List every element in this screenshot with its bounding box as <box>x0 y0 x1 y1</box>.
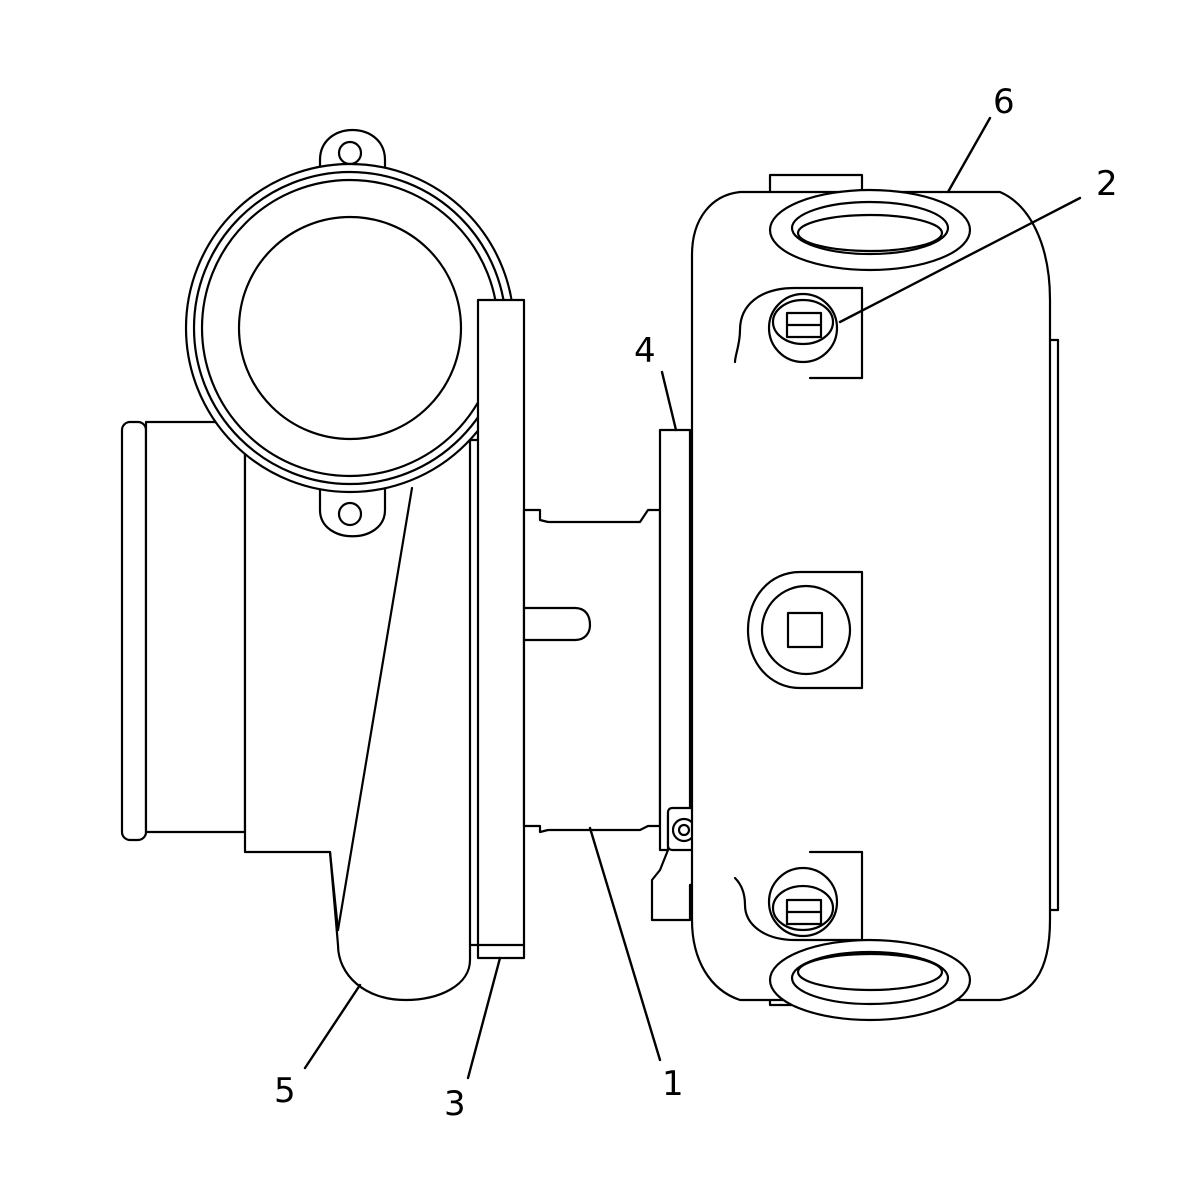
turbine-housing <box>690 173 1060 1022</box>
leader-1 <box>588 826 662 1062</box>
callout-labels: 1 2 3 4 5 6 <box>274 82 1118 1124</box>
center-housing <box>522 508 662 834</box>
turbine-heat-shield <box>658 428 692 852</box>
compressor-inlet-pipe <box>120 420 247 842</box>
callout-2: 2 <box>1096 164 1118 204</box>
leader-2 <box>838 196 1082 324</box>
leader-3 <box>466 956 502 1080</box>
leader-6 <box>946 116 992 194</box>
leader-4 <box>660 370 678 432</box>
leader-5 <box>303 983 362 1070</box>
callout-1: 1 <box>662 1064 684 1104</box>
callout-5: 5 <box>274 1071 296 1111</box>
callout-3: 3 <box>444 1084 466 1124</box>
callout-6: 6 <box>993 82 1015 122</box>
compressor-back-plate <box>468 298 526 960</box>
callout-4: 4 <box>634 331 656 371</box>
leader-lines <box>303 116 1082 1080</box>
compressor-housing <box>184 129 516 1002</box>
